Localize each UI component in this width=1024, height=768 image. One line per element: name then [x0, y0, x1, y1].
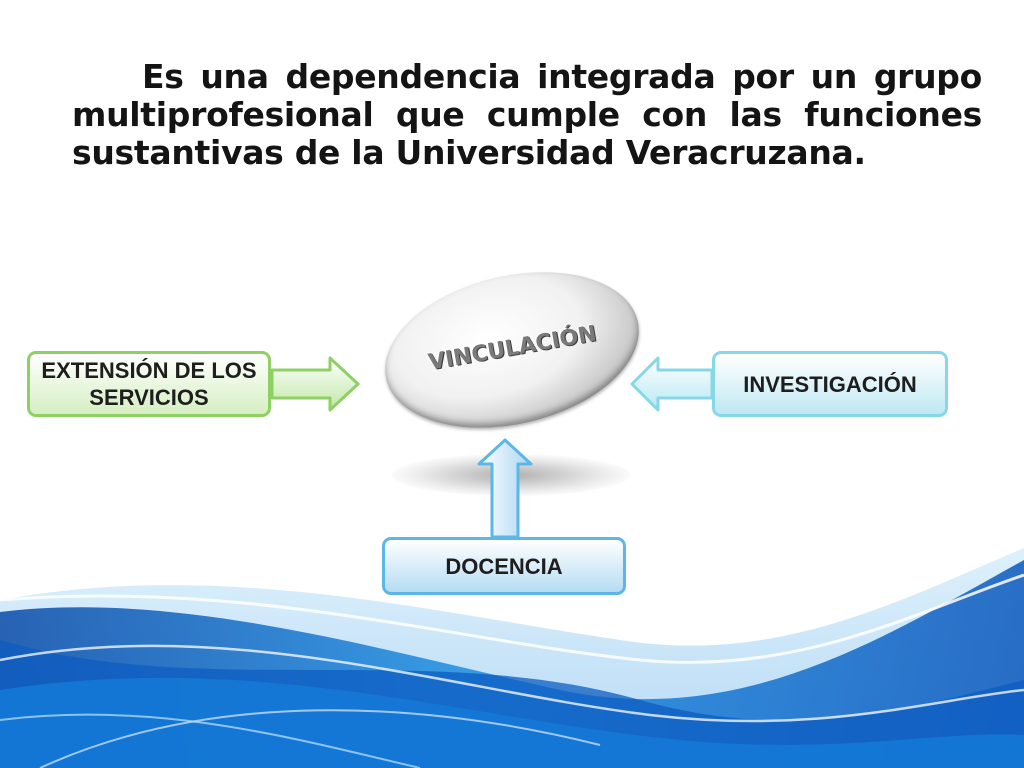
investigacion-box: INVESTIGACIÓN: [712, 351, 948, 417]
arrow-investigacion: [630, 356, 714, 412]
arrow-extension: [270, 356, 360, 412]
docencia-box: DOCENCIA: [382, 537, 626, 595]
investigacion-label: INVESTIGACIÓN: [743, 371, 917, 397]
extension-label: EXTENSIÓN DE LOS SERVICIOS: [41, 358, 257, 410]
arrow-docencia: [477, 438, 533, 539]
docencia-label: DOCENCIA: [445, 553, 563, 579]
extension-box: EXTENSIÓN DE LOS SERVICIOS: [27, 351, 271, 417]
intro-paragraph: Es una dependencia integrada por un grup…: [72, 57, 982, 172]
